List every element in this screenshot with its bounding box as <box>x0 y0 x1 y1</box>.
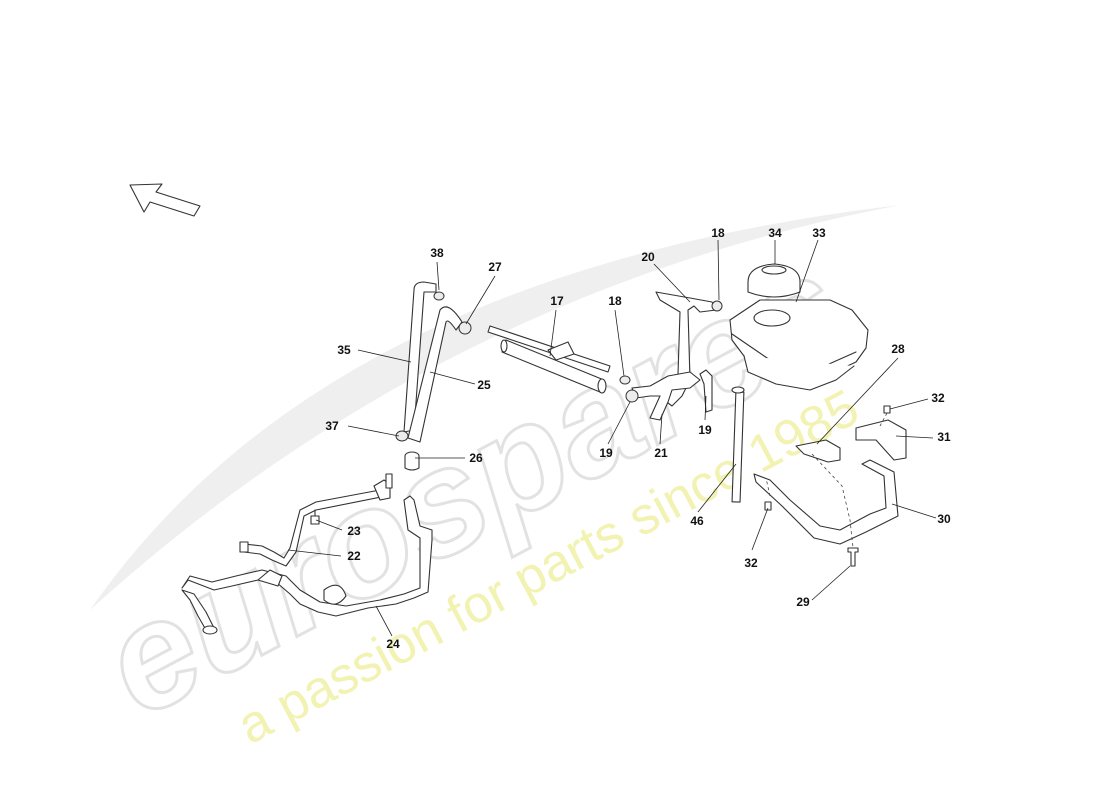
leader-lines <box>287 239 937 637</box>
bolt-29 <box>847 547 859 567</box>
label-29[interactable]: 29 <box>796 595 810 609</box>
label-18a[interactable]: 18 <box>608 294 622 308</box>
label-37[interactable]: 37 <box>325 419 339 433</box>
clamp-38 <box>433 291 445 301</box>
label-33[interactable]: 33 <box>812 226 826 240</box>
label-18b[interactable]: 18 <box>711 226 725 240</box>
label-35[interactable]: 35 <box>337 343 351 357</box>
clamp-19a <box>625 389 639 403</box>
fitting-top <box>385 473 393 489</box>
hose-35 <box>403 281 437 433</box>
clamp-18b <box>711 300 723 312</box>
label-21[interactable]: 21 <box>654 446 668 460</box>
hose-21 <box>631 369 713 421</box>
hose-25 <box>407 306 463 443</box>
label-20[interactable]: 20 <box>641 250 655 264</box>
rod-46 <box>731 386 745 503</box>
rod-17 <box>487 325 611 394</box>
label-17[interactable]: 17 <box>550 294 564 308</box>
clamp-26 <box>404 451 420 471</box>
label-28[interactable]: 28 <box>891 342 905 356</box>
direction-arrow-icon <box>129 183 201 217</box>
label-25[interactable]: 25 <box>477 378 491 392</box>
sensor-23 <box>310 509 320 525</box>
label-38[interactable]: 38 <box>430 246 444 260</box>
label-31[interactable]: 31 <box>937 430 951 444</box>
label-46[interactable]: 46 <box>690 514 704 528</box>
label-32b[interactable]: 32 <box>744 556 758 570</box>
clamp-37 <box>395 430 409 442</box>
label-24[interactable]: 24 <box>386 637 400 651</box>
clamp-27 <box>458 321 472 335</box>
part-labels: 38 27 35 25 37 26 23 22 24 17 18 20 18 3… <box>325 226 951 651</box>
clamp-18a <box>619 375 631 385</box>
pipe-24 <box>181 495 433 635</box>
tank-33 <box>729 299 869 391</box>
label-19b[interactable]: 19 <box>698 423 712 437</box>
label-19a[interactable]: 19 <box>599 446 613 460</box>
label-22[interactable]: 22 <box>347 549 361 563</box>
bolt-32a <box>883 405 891 414</box>
bracket-30 <box>753 459 899 545</box>
label-23[interactable]: 23 <box>347 524 361 538</box>
bolt-32b <box>764 501 772 511</box>
label-32a[interactable]: 32 <box>931 391 945 405</box>
label-34[interactable]: 34 <box>768 226 782 240</box>
label-26[interactable]: 26 <box>469 451 483 465</box>
bracket-28 <box>795 439 841 463</box>
label-30[interactable]: 30 <box>937 512 951 526</box>
label-27[interactable]: 27 <box>488 260 502 274</box>
cap-34 <box>747 263 801 298</box>
bracket-31 <box>855 419 907 461</box>
